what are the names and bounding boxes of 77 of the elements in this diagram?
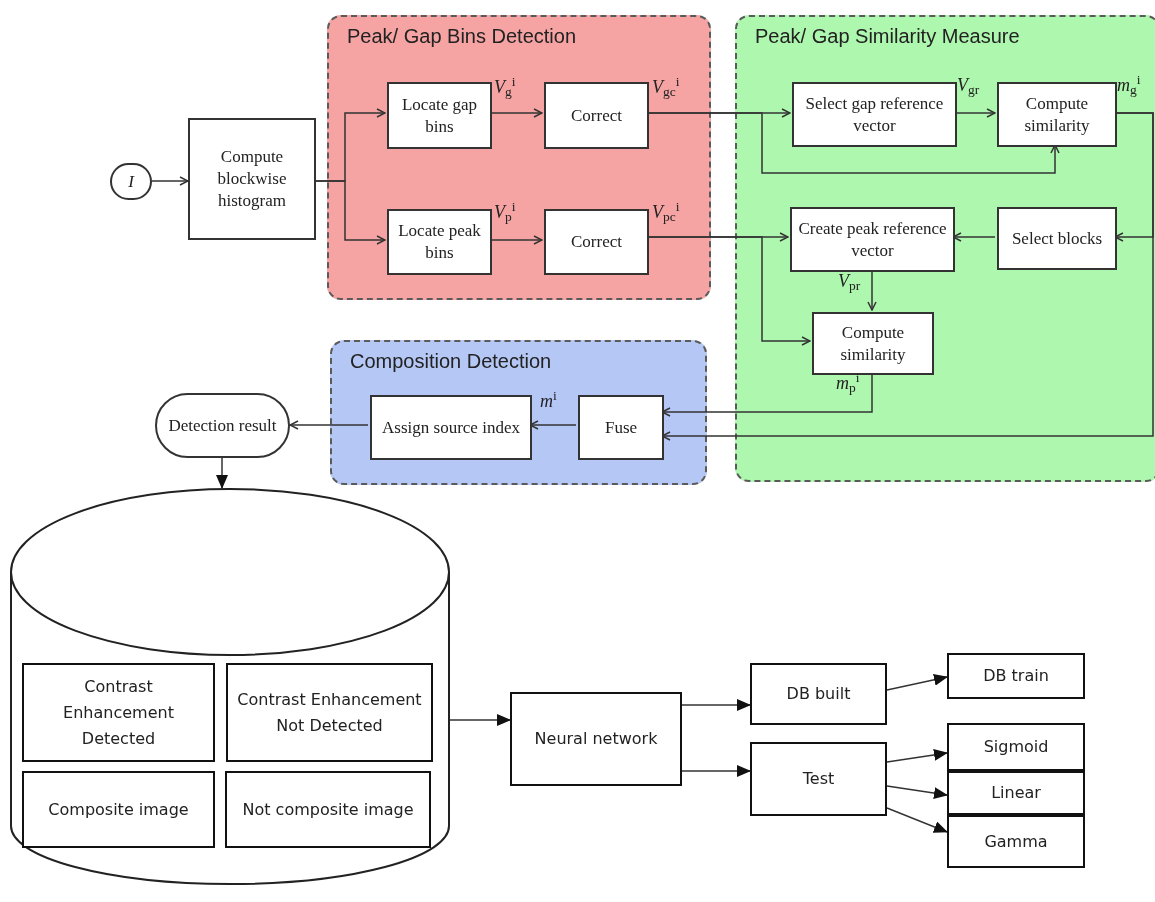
process-box xyxy=(947,653,1085,699)
arrow xyxy=(489,235,543,245)
arrow xyxy=(886,673,948,691)
arrow xyxy=(661,112,1154,441)
arrow xyxy=(646,236,811,346)
process-box xyxy=(225,771,431,848)
process-box xyxy=(997,82,1117,147)
process-box xyxy=(22,771,215,848)
process-box xyxy=(578,395,664,460)
arrow xyxy=(315,180,386,245)
node-text: Locate gap bins xyxy=(400,93,478,138)
arrow xyxy=(886,807,948,833)
arrow xyxy=(886,749,948,763)
process-box xyxy=(997,207,1117,270)
arrow xyxy=(954,108,996,118)
arrow xyxy=(681,699,751,711)
process-box xyxy=(544,82,649,149)
process-box xyxy=(387,82,492,149)
process-box xyxy=(750,742,887,816)
arrow xyxy=(216,457,228,489)
node-text: I xyxy=(128,170,134,193)
arrow xyxy=(646,112,1060,174)
node-text: Contrast Enhancement Not Detected xyxy=(236,688,423,737)
node-text: Locate peak bins xyxy=(397,220,482,264)
edge-label: m$^{i}$ xyxy=(540,392,557,410)
group-panel xyxy=(327,15,711,300)
group-title: Peak/ Gap Similarity Measure xyxy=(755,24,1020,49)
node-text: Select blocks xyxy=(1011,227,1103,250)
terminal-pill xyxy=(110,163,152,200)
arrow xyxy=(661,372,873,417)
node-text: Compute similarity xyxy=(839,321,907,366)
process-box xyxy=(792,82,957,147)
node-text: Gamma xyxy=(984,830,1048,853)
node-text: Neural network xyxy=(534,728,658,750)
process-box xyxy=(370,395,532,460)
process-box xyxy=(22,663,215,762)
arrow xyxy=(867,269,877,311)
node-text: Select gap reference vector xyxy=(804,92,945,137)
group-title: Composition Detection xyxy=(350,349,552,374)
node-text: Create peak reference vector xyxy=(797,217,948,262)
process-box xyxy=(790,207,955,272)
process-box xyxy=(387,209,492,275)
node-text: Assign source index xyxy=(382,416,520,439)
node-text: Contrast Enhancement Detected xyxy=(62,675,175,750)
arrow xyxy=(952,232,996,242)
process-box xyxy=(544,209,649,275)
node-text: Not composite image xyxy=(242,798,414,821)
process-box xyxy=(812,312,934,375)
arrow xyxy=(886,785,948,799)
arrow xyxy=(449,714,511,726)
node-text: Compute blockwise histogram xyxy=(216,146,288,212)
group-panel xyxy=(735,15,1155,482)
node-text: Linear xyxy=(991,782,1041,804)
node-text: Composite image xyxy=(48,798,189,821)
process-box xyxy=(510,692,682,786)
node-text: Correct xyxy=(571,231,622,253)
group-panel xyxy=(330,340,707,485)
node-text: DB train xyxy=(983,665,1049,687)
node-text: Sigmoid xyxy=(983,736,1049,758)
node-text: Fuse xyxy=(604,416,638,439)
process-box xyxy=(947,723,1085,771)
node-text: DB built xyxy=(786,683,851,705)
process-box xyxy=(226,663,433,762)
group-title: Peak/ Gap Bins Detection xyxy=(347,24,576,49)
node-text: Detection result xyxy=(168,414,277,437)
process-box xyxy=(947,771,1085,815)
node-text: Test xyxy=(802,768,835,790)
arrow xyxy=(489,108,543,118)
arrow xyxy=(151,176,189,186)
arrow xyxy=(681,765,751,777)
node-text: Correct xyxy=(571,104,622,127)
arrow xyxy=(289,420,369,430)
arrow xyxy=(529,420,577,430)
process-box xyxy=(947,815,1085,868)
node-text: Compute similarity xyxy=(1023,92,1091,137)
process-box xyxy=(188,118,316,240)
process-box xyxy=(750,663,887,725)
